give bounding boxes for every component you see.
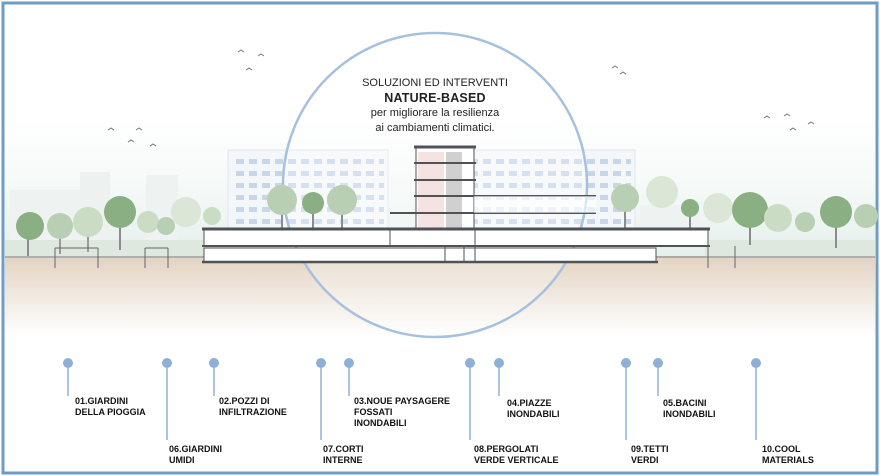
callout-09-line2: VERDI bbox=[631, 455, 659, 465]
callout-02: 02.POZZI DI INFILTRAZIONE bbox=[219, 396, 287, 418]
callout-09-line1: 09.TETTI bbox=[631, 444, 669, 454]
callout-06: 06.GIARDINI UMIDI bbox=[169, 444, 222, 466]
callout-10-line2: MATERIALS bbox=[762, 455, 814, 465]
callout-04: 04.PIAZZE INONDABILI bbox=[507, 398, 560, 420]
ground-soil bbox=[5, 256, 875, 336]
headline-line-3: per migliorare la resilienza bbox=[370, 107, 500, 119]
pin-09 bbox=[621, 358, 631, 440]
callout-07-line2: INTERNE bbox=[323, 455, 363, 465]
callout-03-line2: FOSSATI bbox=[354, 407, 393, 417]
trees-right bbox=[611, 176, 878, 248]
pin-02 bbox=[209, 358, 219, 396]
trees-left bbox=[16, 185, 357, 256]
headline-line-1: SOLUZIONI ED INTERVENTI bbox=[362, 77, 508, 89]
pin-08 bbox=[465, 358, 475, 440]
pin-05 bbox=[653, 358, 663, 396]
callout-08: 08.PERGOLATI VERDE VERTICALE bbox=[474, 444, 559, 466]
callout-05-line1: 05.BACINI bbox=[663, 398, 707, 408]
callout-07: 07.CORTI INTERNE bbox=[323, 444, 364, 466]
pin-03 bbox=[344, 358, 354, 396]
pin-01 bbox=[63, 358, 73, 396]
callout-01: 01.GIARDINI DELLA PIOGGIA bbox=[75, 396, 146, 418]
callout-07-line1: 07.CORTI bbox=[323, 444, 364, 454]
callout-10: 10.COOL MATERIALS bbox=[762, 444, 814, 466]
pin-07 bbox=[316, 358, 326, 440]
callout-06-line1: 06.GIARDINI bbox=[169, 444, 223, 454]
building-section bbox=[54, 145, 736, 268]
callout-08-line2: VERDE VERTICALE bbox=[474, 455, 559, 465]
callout-05: 05.BACINI INONDABILI bbox=[663, 398, 716, 420]
callout-05-line2: INONDABILI bbox=[663, 409, 716, 419]
grass-right bbox=[705, 240, 875, 258]
headline: SOLUZIONI ED INTERVENTI NATURE-BASED per… bbox=[330, 76, 540, 136]
callout-03-line1: 03.NOUE PAYSAGERE bbox=[354, 396, 451, 406]
callout-08-line1: 08.PERGOLATI bbox=[474, 444, 539, 454]
callout-pins bbox=[63, 358, 761, 440]
callout-06-line2: UMIDI bbox=[169, 455, 195, 465]
callout-10-line1: 10.COOL bbox=[762, 444, 801, 454]
callout-03-line3: INONDABILI bbox=[354, 418, 407, 428]
callout-09: 09.TETTI VERDI bbox=[631, 444, 669, 466]
callout-02-line2: INFILTRAZIONE bbox=[219, 407, 287, 417]
grass-left bbox=[5, 240, 205, 258]
callout-01-line1: 01.GIARDINI bbox=[75, 396, 129, 406]
pin-06 bbox=[162, 358, 172, 440]
pin-10 bbox=[751, 358, 761, 440]
callout-02-line1: 02.POZZI DI bbox=[219, 396, 270, 406]
callout-04-line1: 04.PIAZZE bbox=[507, 398, 552, 408]
headline-line-4: ai cambiamenti climatici. bbox=[375, 122, 495, 134]
callout-04-line2: INONDABILI bbox=[507, 409, 560, 419]
callout-03: 03.NOUE PAYSAGERE FOSSATI INONDABILI bbox=[354, 396, 450, 429]
birds bbox=[107, 49, 815, 147]
pin-04 bbox=[494, 358, 504, 396]
headline-title: NATURE-BASED bbox=[384, 91, 486, 105]
callout-01-line2: DELLA PIOGGIA bbox=[75, 407, 146, 417]
